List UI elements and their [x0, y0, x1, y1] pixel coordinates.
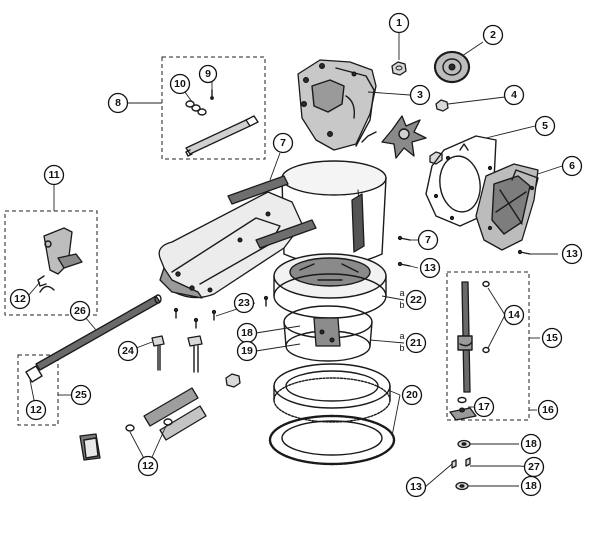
callout-27: 27 — [523, 456, 545, 478]
part-ring-gear-20 — [268, 363, 396, 466]
part-pins-12 — [125, 387, 207, 441]
callout-23-label: 23 — [238, 297, 250, 309]
callout-12-mid: 12 — [25, 399, 47, 421]
callout-10-label: 10 — [174, 78, 186, 90]
callout-2: 2 — [482, 24, 504, 46]
callout-25: 25 — [70, 384, 92, 406]
callout-3-label: 3 — [417, 89, 423, 101]
part-vertical-shaft-15 — [449, 280, 490, 421]
part-bracket-square — [79, 433, 101, 461]
callout-4: 4 — [503, 84, 525, 106]
callout-21-label: 21 — [410, 337, 422, 349]
callout-23: 23 — [233, 292, 255, 314]
callout-18-mid-label: 18 — [241, 327, 253, 339]
callout-17-label: 17 — [478, 401, 490, 413]
callout-15: 15 — [541, 327, 563, 349]
group-box-11 — [4, 210, 98, 316]
callout-13-mid: 13 — [419, 257, 441, 279]
callout-15-label: 15 — [546, 332, 558, 344]
callout-25-label: 25 — [75, 389, 87, 401]
callout-7-top-label: 7 — [280, 137, 286, 149]
part-nut-center — [225, 373, 241, 388]
callout-18-right-top-label: 18 — [525, 438, 537, 450]
callout-27-label: 27 — [528, 461, 540, 473]
group-box-8 — [161, 56, 266, 160]
callout-18-right-bottom: 18 — [520, 475, 542, 497]
part-gear-2 — [433, 50, 471, 84]
part-nut-1 — [391, 61, 407, 76]
part-gearbox-housing-3 — [297, 59, 377, 151]
callout-12-bottom: 12 — [137, 455, 159, 477]
callout-13-bottom: 13 — [405, 476, 427, 498]
part-hardware-bottom — [451, 439, 471, 491]
part-impeller-star — [361, 115, 443, 165]
callout-14-label: 14 — [508, 309, 520, 321]
part-shaft-kit-8 — [185, 89, 259, 157]
callout-3: 3 — [409, 84, 431, 106]
callout-18-mid: 18 — [236, 322, 258, 344]
callout-7-top: 7 — [272, 132, 294, 154]
callout-1: 1 — [388, 12, 410, 34]
sublabel-21-b: b — [399, 343, 404, 353]
callout-8: 8 — [107, 92, 129, 114]
callout-20: 20 — [401, 384, 423, 406]
callout-16-label: 16 — [542, 404, 554, 416]
callout-20-label: 20 — [406, 389, 418, 401]
callout-8-label: 8 — [115, 97, 121, 109]
callout-19: 19 — [236, 340, 258, 362]
callout-5-label: 5 — [542, 120, 548, 132]
callout-9: 9 — [198, 64, 218, 84]
callout-22: 22 — [405, 289, 427, 311]
part-ring-assembly — [273, 253, 387, 362]
callout-12-left-label: 12 — [14, 293, 26, 305]
callout-7-right: 7 — [417, 229, 439, 251]
part-nut-4 — [435, 99, 449, 112]
callout-14: 14 — [503, 304, 525, 326]
callout-13-bottom-label: 13 — [410, 481, 422, 493]
callout-13-mid-label: 13 — [424, 262, 436, 274]
callout-12-mid-label: 12 — [30, 404, 42, 416]
callout-18-right-bottom-label: 18 — [525, 480, 537, 492]
callout-6: 6 — [561, 155, 583, 177]
callout-21: 21 — [405, 332, 427, 354]
callout-2-label: 2 — [490, 29, 496, 41]
callout-16: 16 — [537, 399, 559, 421]
callout-12-left: 12 — [9, 288, 31, 310]
part-bolt-center — [187, 335, 203, 373]
callout-13-right-label: 13 — [566, 248, 578, 260]
callout-12-bottom-label: 12 — [142, 460, 154, 472]
part-cover-plate-6 — [475, 163, 539, 251]
callout-26: 26 — [69, 300, 91, 322]
callout-9-label: 9 — [205, 68, 211, 80]
part-upper-drum-housing — [158, 160, 387, 299]
part-bolt-24 — [151, 335, 165, 371]
group-box-15 — [446, 271, 530, 421]
callout-7-right-label: 7 — [425, 234, 431, 246]
sublabel-22-a: a — [399, 288, 404, 298]
callout-1-label: 1 — [396, 17, 402, 29]
callout-13-right: 13 — [561, 243, 583, 265]
callout-5: 5 — [534, 115, 556, 137]
callout-24: 24 — [117, 340, 139, 362]
callout-11-label: 11 — [48, 169, 59, 181]
callout-24-label: 24 — [122, 345, 134, 357]
callout-18-right-top: 18 — [520, 433, 542, 455]
part-lever-11 — [37, 227, 83, 293]
callout-10: 10 — [169, 73, 191, 95]
callout-19-label: 19 — [241, 345, 253, 357]
part-rod-26 — [25, 294, 162, 383]
sublabel-22-b: b — [399, 300, 404, 310]
callout-22-label: 22 — [410, 294, 422, 306]
callout-26-label: 26 — [74, 305, 86, 317]
leader-lines — [27, 33, 563, 488]
group-box-25 — [17, 354, 59, 426]
sublabel-21-a: a — [399, 331, 404, 341]
callout-4-label: 4 — [511, 89, 517, 101]
callout-6-label: 6 — [569, 160, 575, 172]
callout-17: 17 — [473, 396, 495, 418]
part-screws-small — [173, 235, 531, 329]
callout-11: 11 — [43, 164, 65, 186]
